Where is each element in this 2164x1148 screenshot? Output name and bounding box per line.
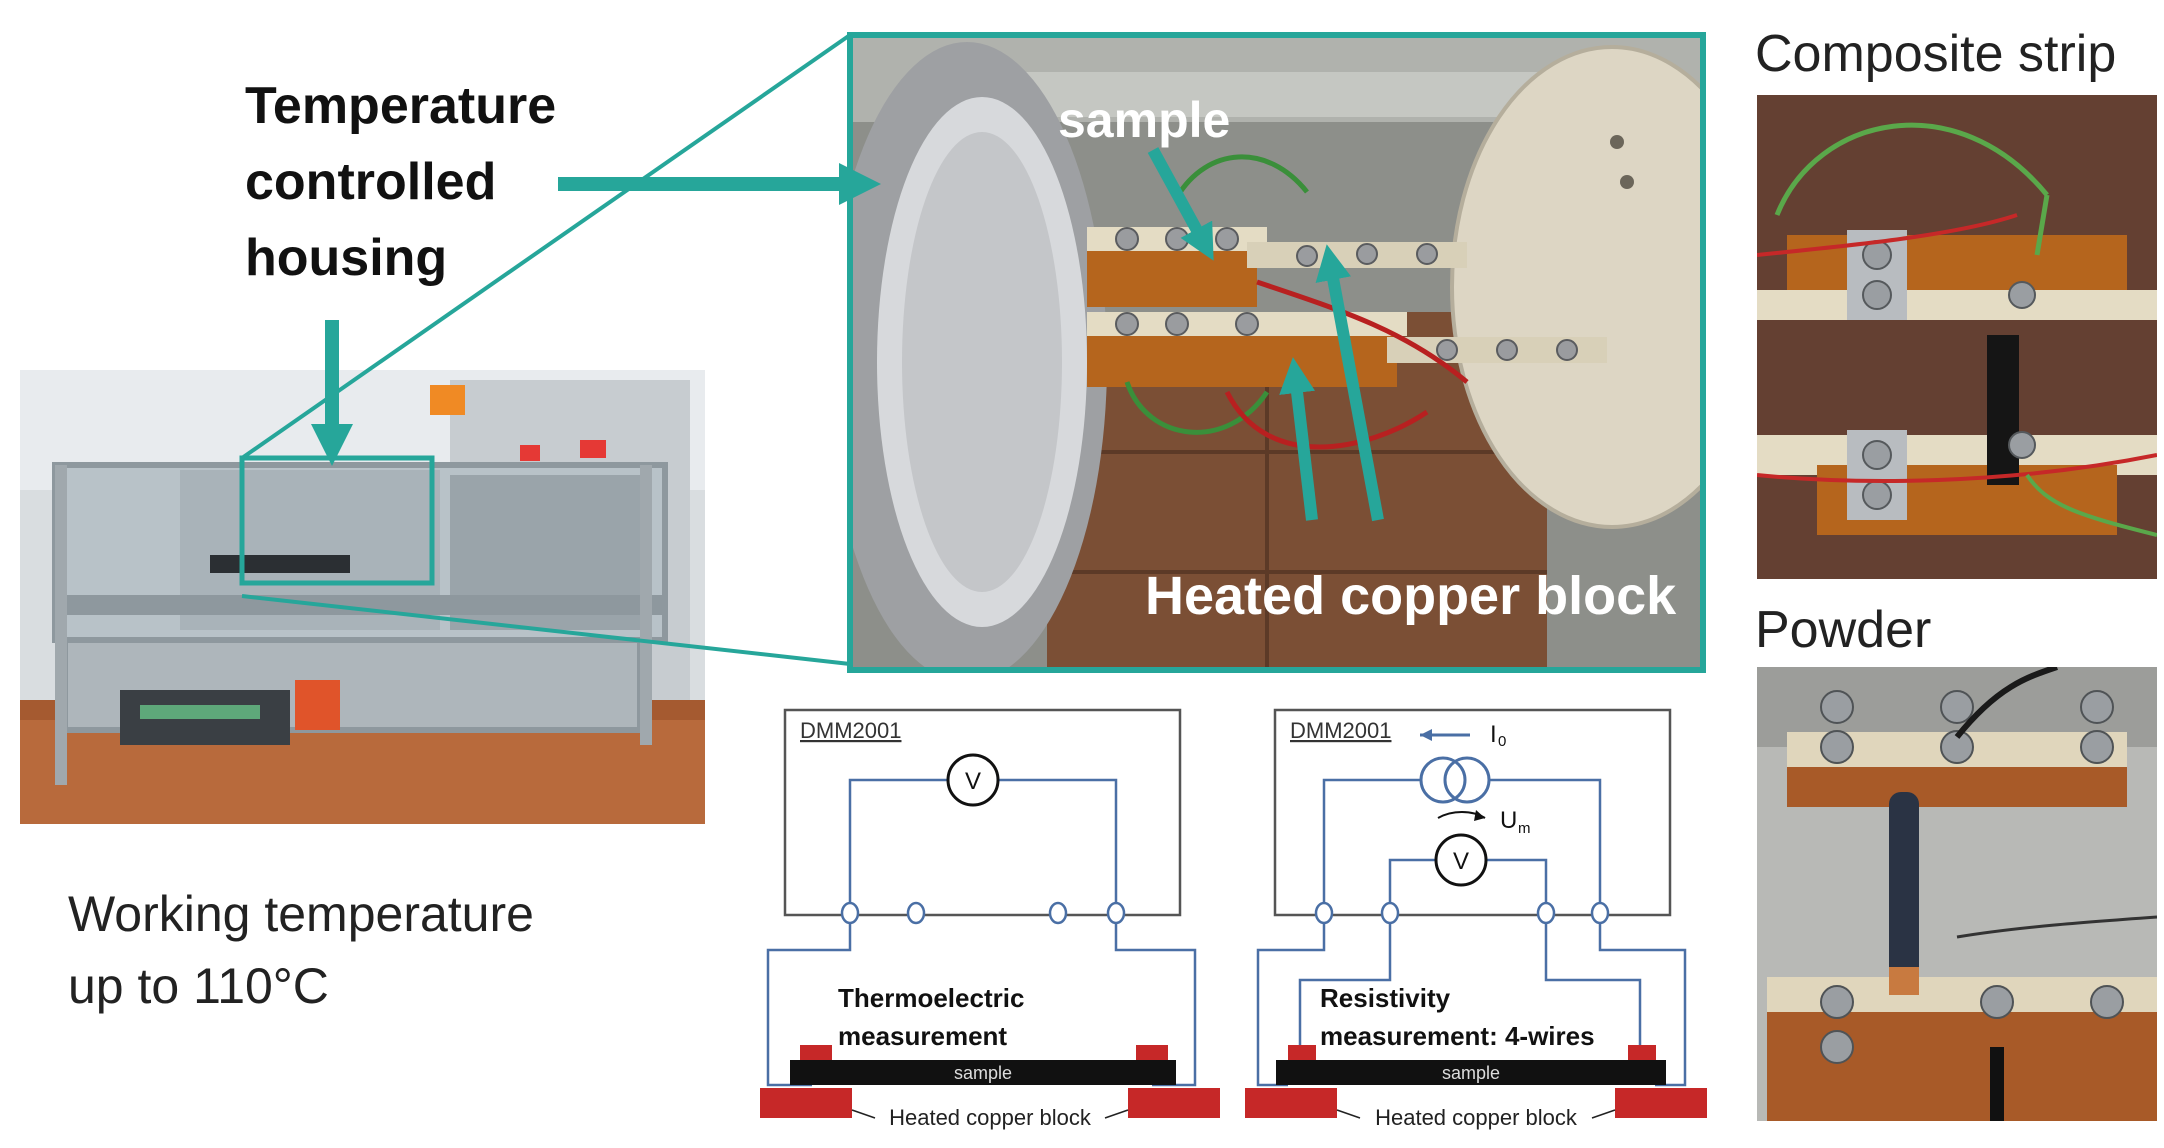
copper-block-right: [1128, 1088, 1220, 1118]
copper-block-left: [760, 1088, 852, 1118]
sample-arrow: [1147, 147, 1214, 261]
resistivity-circuit: I 0 V U m DMM2001 Resistivity measuremen…: [1245, 708, 1707, 1130]
device-label: DMM2001: [1290, 718, 1391, 743]
heater-pad-left: [800, 1045, 832, 1060]
housing-label: Temperature controlled housing: [245, 68, 556, 296]
working-temp-line2: up to 110°C: [68, 958, 329, 1014]
thermoelectric-circuit: V DMM2001 Thermoelectric measurement sam…: [760, 708, 1220, 1130]
copper-arrow-right: [1315, 244, 1384, 522]
copper-block-left: [1245, 1088, 1337, 1118]
powder-photo: [1757, 667, 2157, 1121]
heater-pad-right: [1628, 1045, 1656, 1060]
housing-label-line1: Temperature: [245, 77, 557, 135]
circuit-title-line1: Resistivity: [1320, 983, 1451, 1013]
voltage-label: U: [1500, 807, 1517, 834]
copper-block-caption: Heated copper block: [889, 1105, 1092, 1130]
heater-pad-right: [1136, 1045, 1168, 1060]
heater-pad-left: [1288, 1045, 1316, 1060]
zoom-frame: [847, 32, 1706, 673]
voltmeter-circle: [946, 753, 1000, 807]
sample-bar-label: sample: [954, 1063, 1012, 1083]
voltmeter-symbol: V: [965, 768, 981, 795]
housing-label-line3: housing: [245, 229, 448, 287]
circuit-title-line2: measurement: [838, 1021, 1007, 1051]
voltage-subscript: m: [1518, 820, 1531, 837]
sample-bar-label: sample: [1442, 1063, 1500, 1083]
copper-block-right: [1615, 1088, 1707, 1118]
housing-label-line2: controlled: [245, 153, 497, 211]
current-subscript: 0: [1498, 733, 1506, 750]
sample-bar: [790, 1060, 1176, 1085]
copper-block-caption: Heated copper block: [1375, 1105, 1578, 1130]
composite-strip-photo: [1757, 95, 2157, 579]
zoom-line-top: [240, 33, 852, 460]
copper-arrow-left: [1279, 357, 1318, 521]
voltmeter-symbol: V: [1453, 848, 1469, 875]
circuit-title-line1: Thermoelectric: [838, 983, 1024, 1013]
current-label: I: [1490, 721, 1497, 748]
device-label: DMM2001: [800, 718, 901, 743]
sample-bar: [1276, 1060, 1666, 1085]
powder-label: Powder: [1755, 601, 1932, 659]
dmm-box: [783, 708, 1182, 917]
voltmeter-circle: [1434, 833, 1488, 887]
working-temp-line1: Working temperature: [68, 886, 534, 942]
circuit-title-line2: measurement: 4-wires: [1320, 1021, 1595, 1051]
sample-label: sample: [1058, 92, 1231, 148]
zoom-line-bottom: [241, 594, 851, 666]
working-temperature-text: Working temperature up to 110°C: [68, 878, 534, 1022]
copper-block-label: Heated copper block: [1145, 566, 1677, 626]
dmm-box: [1273, 708, 1672, 917]
composite-strip-label: Composite strip: [1755, 25, 2117, 83]
